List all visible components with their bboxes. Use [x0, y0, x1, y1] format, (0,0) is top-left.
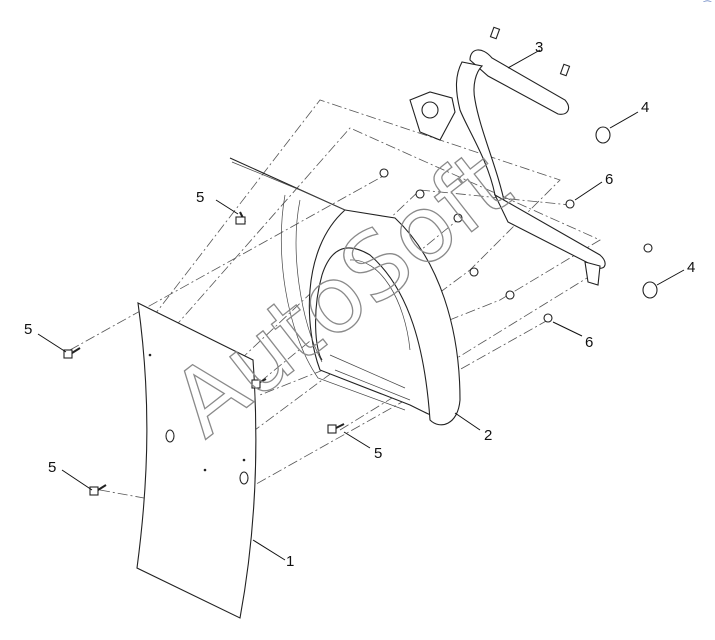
part-4-end-caps: [595, 126, 658, 299]
panel-hole: [239, 471, 249, 485]
bolt: [89, 484, 107, 496]
part-1-panel: [136, 302, 257, 619]
nut: [415, 189, 425, 199]
part-2-shroud: [229, 157, 461, 426]
nut: [505, 290, 515, 300]
nut: [453, 213, 463, 223]
callout-5: 5: [24, 321, 32, 338]
callout-4: 4: [687, 259, 695, 276]
callout-2: 2: [484, 427, 492, 444]
nut: [379, 168, 389, 178]
callout-3: 3: [535, 39, 543, 56]
nut: [469, 267, 479, 277]
bolt: [327, 423, 345, 434]
watermark: AutoSoft: [153, 130, 530, 458]
nut: [565, 199, 575, 209]
callout-6: 6: [605, 171, 613, 188]
callout-6: 6: [585, 334, 593, 351]
bolt: [235, 211, 246, 225]
callout-4: 4: [641, 99, 649, 116]
nut: [543, 313, 553, 323]
fasteners: [63, 168, 653, 496]
callout-5: 5: [374, 445, 382, 462]
corner-mark: ⁀: [703, 2, 711, 12]
nut: [643, 243, 653, 253]
callout-1: 1: [286, 553, 294, 570]
callouts: 3 4 4 6 6 2 5 5 5 5 1: [24, 39, 695, 570]
part-3-handle: [409, 26, 606, 286]
bolt: [251, 378, 267, 389]
leader-lines: [37, 49, 685, 561]
end-cap: [595, 126, 611, 144]
callout-5: 5: [48, 459, 56, 476]
callout-5: 5: [196, 189, 204, 206]
end-cap: [642, 281, 658, 299]
panel-hole: [165, 429, 175, 443]
bolt: [63, 347, 81, 359]
